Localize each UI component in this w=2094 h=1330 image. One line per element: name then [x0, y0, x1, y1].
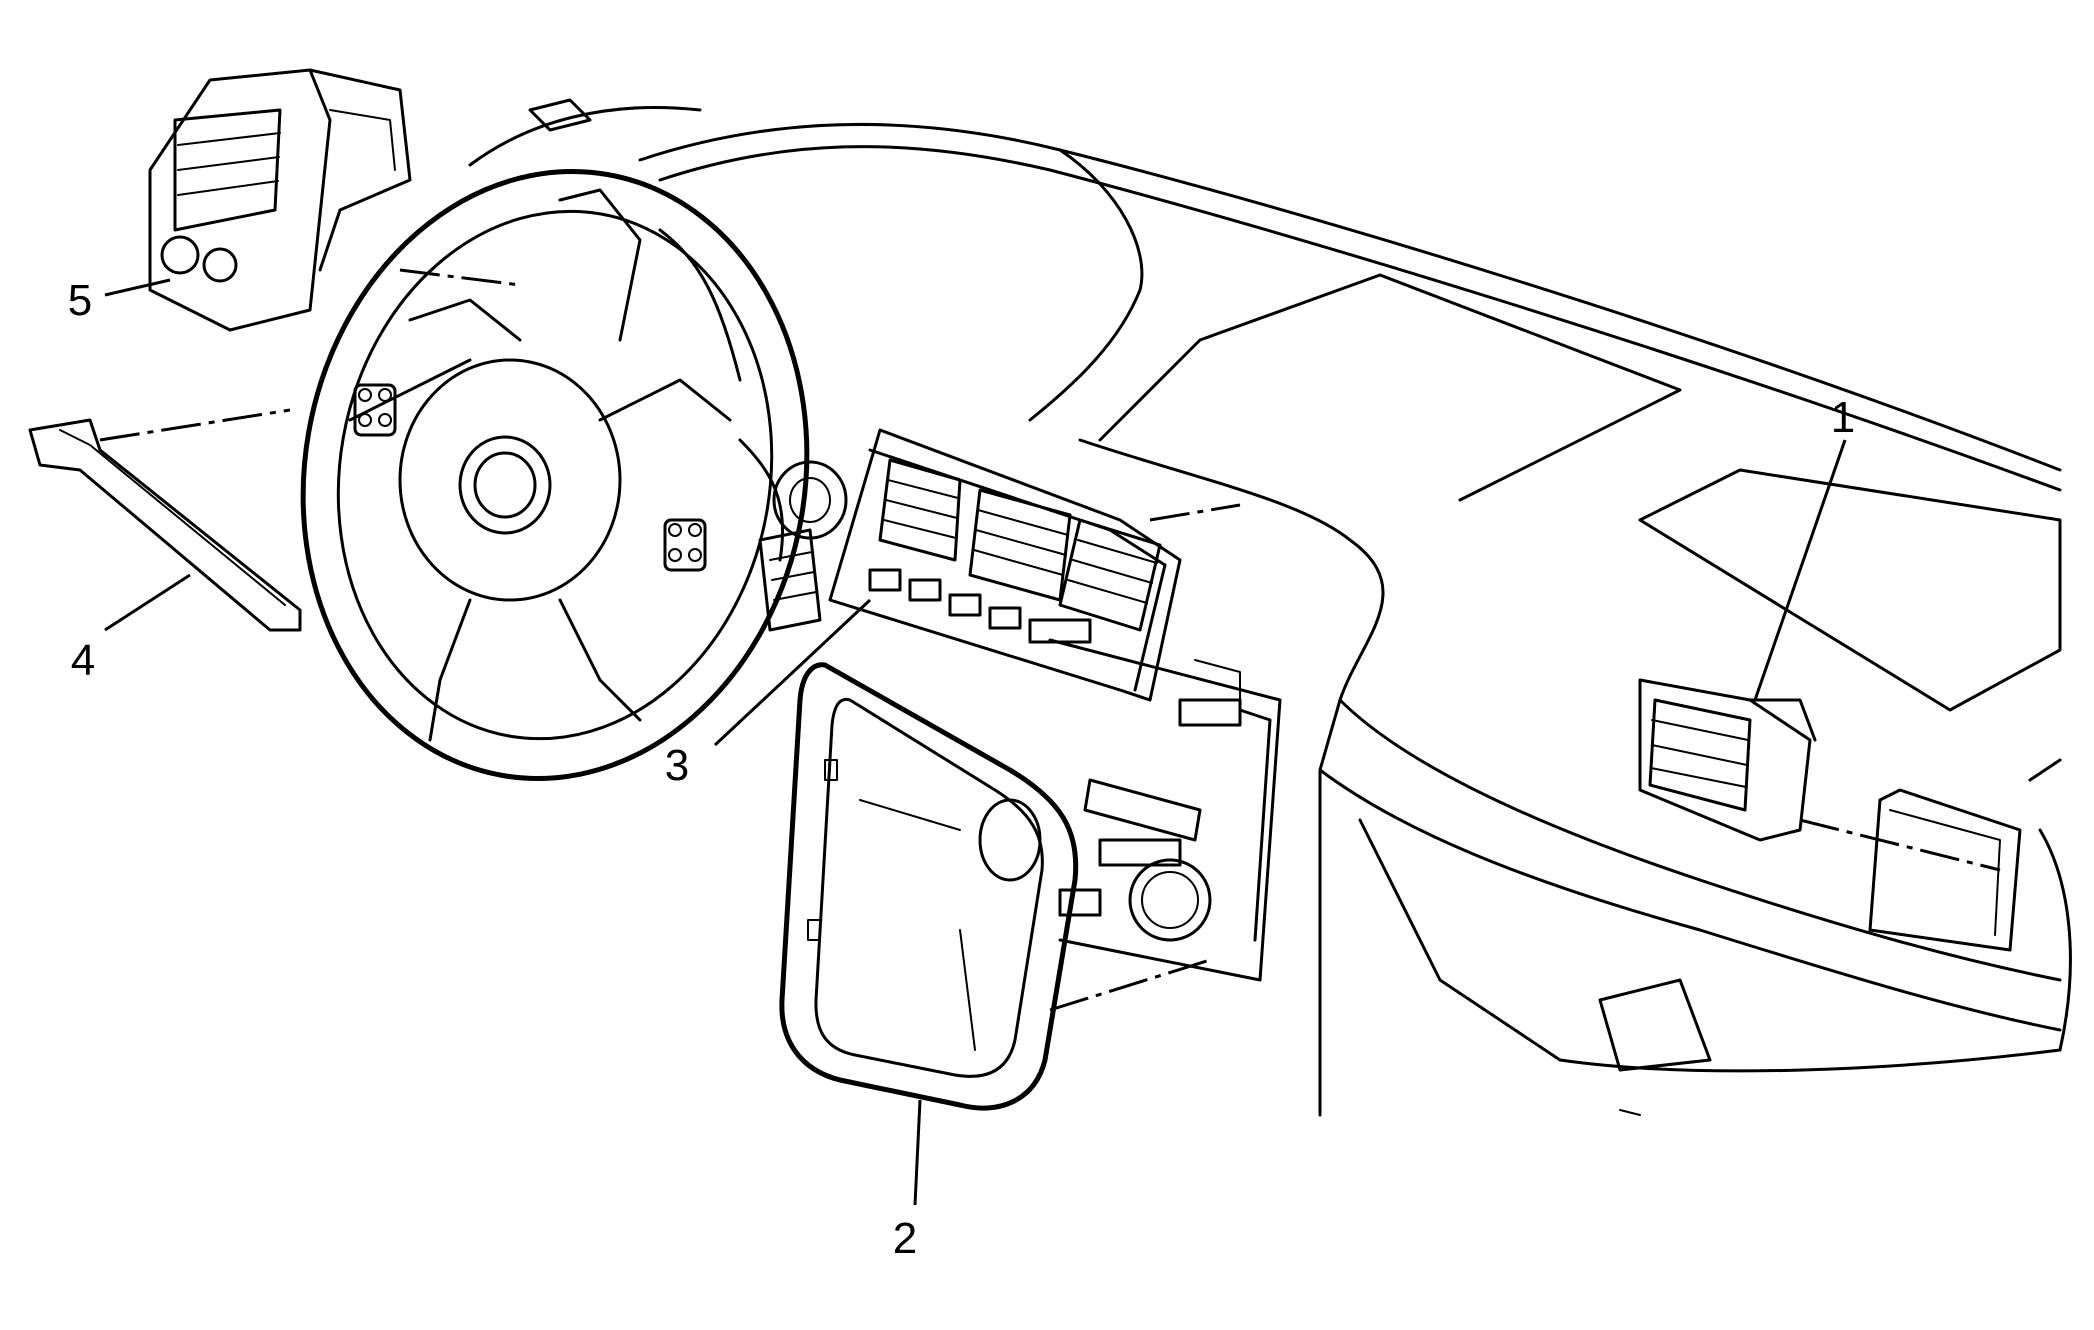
callout-leaders [104, 278, 1847, 1206]
radio-hvac-module [1048, 638, 1282, 982]
callout-5: 5 [68, 276, 92, 325]
callout-2: 2 [893, 1214, 917, 1263]
left-vent-with-switches [148, 68, 412, 332]
right-passenger-vent [1638, 678, 1817, 842]
center-trim-plate [779, 662, 1079, 1111]
callout-3: 3 [665, 741, 689, 790]
left-trim-strip [28, 418, 302, 632]
instrument-cluster-area [408, 98, 848, 632]
center-vent-bezel [828, 428, 1182, 702]
callout-1: 1 [1831, 393, 1855, 442]
steering-wheel [300, 169, 810, 781]
glovebox-handle [1598, 978, 1712, 1072]
dashboard-shell [468, 106, 2062, 1117]
assembly-lines [99, 268, 2001, 1012]
passenger-panel [1638, 468, 2072, 1052]
callout-4: 4 [71, 636, 95, 685]
